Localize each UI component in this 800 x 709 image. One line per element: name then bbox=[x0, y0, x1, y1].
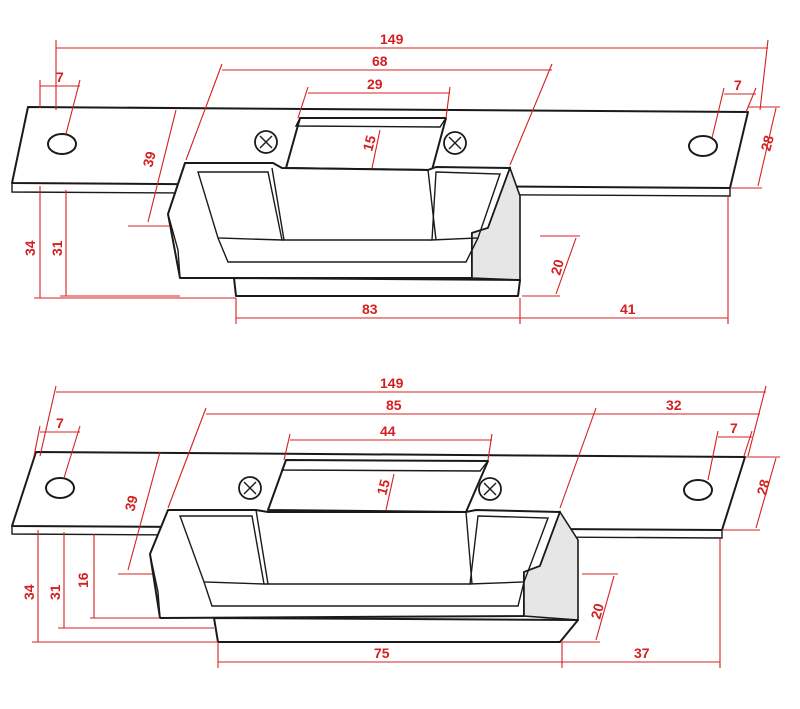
bottom-dim-base-height: 20 bbox=[587, 601, 607, 620]
bottom-dim-base-length: 75 bbox=[374, 645, 390, 661]
top-housing-front bbox=[167, 162, 511, 279]
bottom-left-mounting-hole bbox=[45, 477, 75, 499]
top-dim-height-a: 34 bbox=[22, 240, 38, 256]
top-dim-base-height: 20 bbox=[547, 257, 567, 276]
top-dim-hole-offset-right: 7 bbox=[734, 77, 742, 93]
top-dim-height-b: 31 bbox=[49, 240, 65, 256]
bottom-dim-height-c: 16 bbox=[75, 572, 91, 588]
top-dim-latch-depth: 15 bbox=[359, 133, 379, 152]
bottom-dim-body-length: 85 bbox=[386, 397, 402, 413]
top-dim-side-offset: 41 bbox=[620, 301, 636, 317]
bottom-dim-right-segment: 32 bbox=[666, 397, 682, 413]
top-strike-view bbox=[11, 106, 749, 297]
bottom-housing-front bbox=[149, 509, 561, 619]
top-right-screw-icon bbox=[443, 131, 467, 155]
top-left-screw-icon bbox=[254, 130, 278, 154]
top-right-mounting-hole bbox=[688, 135, 718, 157]
top-dim-opening-width: 29 bbox=[367, 76, 383, 92]
bottom-dim-side-offset: 37 bbox=[634, 645, 650, 661]
bottom-dim-plate-height: 28 bbox=[753, 477, 773, 496]
top-housing-base bbox=[233, 277, 521, 297]
top-dim-base-length: 83 bbox=[362, 301, 378, 317]
top-dim-hole-offset-left: 7 bbox=[56, 69, 64, 85]
top-dim-body-length: 68 bbox=[372, 53, 388, 69]
bottom-dim-body-depth: 39 bbox=[121, 493, 141, 512]
top-dim-total-length: 149 bbox=[380, 31, 404, 47]
bottom-dim-hole-offset-left: 7 bbox=[56, 415, 64, 431]
top-housing-right-side bbox=[471, 165, 521, 281]
top-dim-body-depth: 39 bbox=[139, 149, 159, 168]
bottom-dim-latch-depth: 15 bbox=[373, 477, 393, 496]
bottom-dim-total-length: 149 bbox=[380, 375, 404, 391]
bottom-housing-base bbox=[213, 617, 579, 643]
top-dimensions: 149 7 68 29 7 28 15 39 34 31 83 41 20 bbox=[22, 31, 780, 324]
top-left-mounting-hole bbox=[47, 133, 77, 155]
bottom-right-screw-icon bbox=[478, 477, 502, 501]
bottom-dim-hole-offset-right: 7 bbox=[730, 420, 738, 436]
top-dim-plate-height: 28 bbox=[757, 133, 777, 152]
bottom-housing-right-side bbox=[523, 510, 579, 621]
bottom-dim-height-b: 31 bbox=[47, 584, 63, 600]
bottom-dim-height-a: 34 bbox=[21, 584, 37, 600]
bottom-left-screw-icon bbox=[238, 476, 262, 500]
bottom-strike-view bbox=[11, 451, 746, 643]
bottom-right-mounting-hole bbox=[683, 479, 713, 501]
bottom-dimensions: 149 7 85 32 44 7 28 15 39 34 31 16 75 37… bbox=[21, 375, 780, 668]
bottom-dim-opening-width: 44 bbox=[380, 423, 396, 439]
